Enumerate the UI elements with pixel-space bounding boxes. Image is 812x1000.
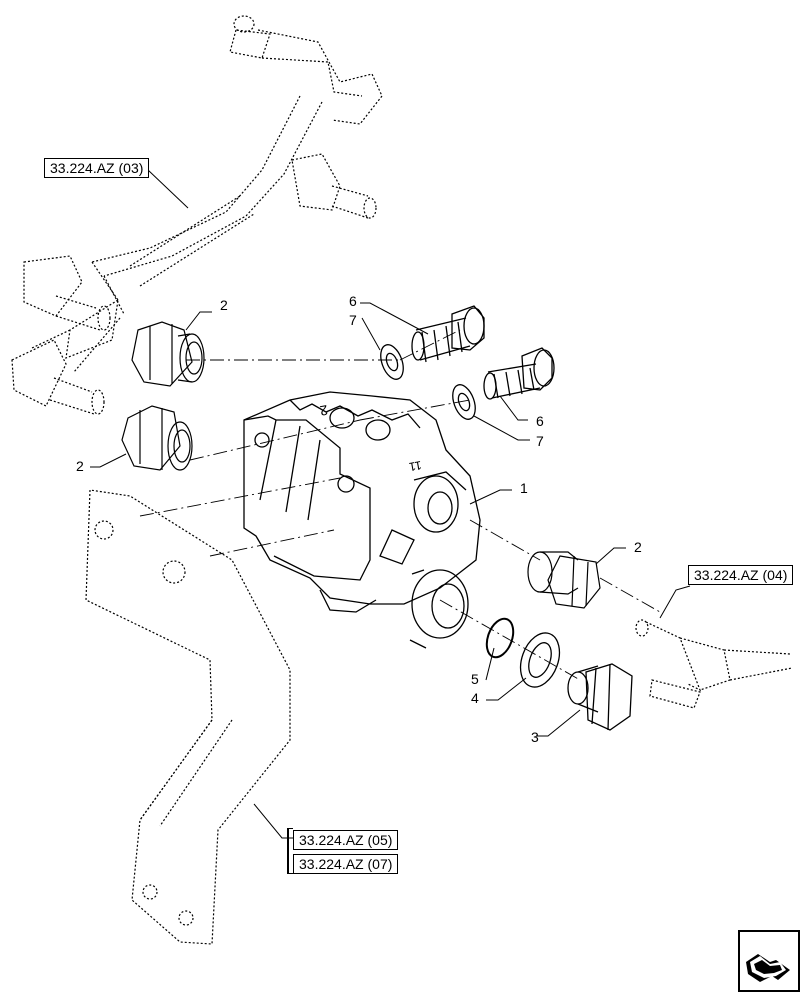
next-page-arrow-icon [746, 954, 790, 982]
callout-2-upper-left: 2 [220, 297, 228, 313]
callout-6-upper: 6 [349, 293, 357, 309]
valve-body: 2 11 [243, 391, 481, 649]
reference-box-03[interactable]: 33.224.AZ (03) [44, 158, 150, 178]
washer-upper [380, 344, 404, 380]
svg-text:2: 2 [318, 402, 329, 419]
reference-bracket [287, 828, 293, 874]
mounting-bracket [85, 489, 291, 945]
fitting-upper-left [131, 321, 205, 387]
callout-7-lower: 7 [536, 433, 544, 449]
bolt-lower [483, 347, 555, 400]
fitting-lower-left [121, 405, 193, 471]
callout-7-upper: 7 [349, 312, 357, 328]
leader-lines [90, 169, 691, 839]
callout-2-lower-left: 2 [76, 458, 84, 474]
hose-assembly-upper [11, 15, 383, 415]
callout-6-lower: 6 [536, 413, 544, 429]
assembly-center-lines [139, 329, 661, 681]
callout-4: 4 [471, 690, 479, 706]
next-page-button[interactable] [738, 930, 800, 992]
callout-3: 3 [531, 729, 539, 745]
callout-5: 5 [471, 671, 479, 687]
reference-box-07[interactable]: 33.224.AZ (07) [293, 854, 399, 874]
plug [567, 663, 633, 731]
bolt-upper [411, 305, 485, 363]
fitting-right [527, 551, 601, 609]
washer-lower [452, 384, 476, 420]
sealing-washer [519, 632, 561, 688]
reference-box-04[interactable]: 33.224.AZ (04) [688, 565, 794, 585]
callout-2-right: 2 [634, 539, 642, 555]
o-ring [485, 617, 515, 659]
reference-box-05[interactable]: 33.224.AZ (05) [293, 830, 399, 850]
svg-text:11: 11 [408, 458, 423, 474]
hose-assembly-right [635, 619, 793, 709]
callout-1: 1 [520, 480, 528, 496]
